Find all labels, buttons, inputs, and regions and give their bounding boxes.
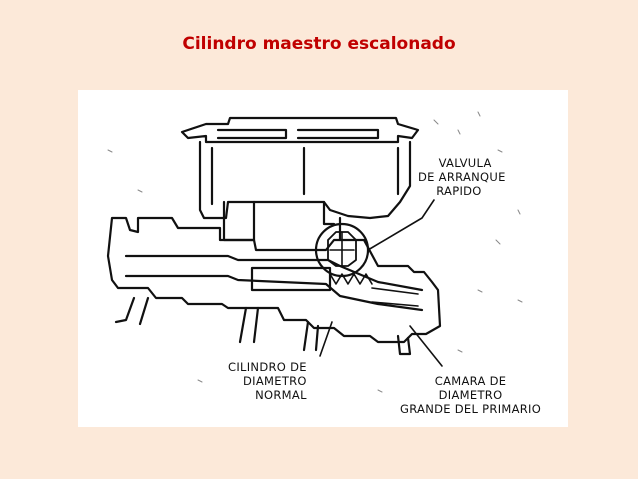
label-valvula-line-2: DE ARRANQUE	[418, 170, 506, 184]
reservoir-inner-wall	[210, 146, 400, 206]
label-camara-line-2: DIAMETRO	[438, 388, 503, 402]
reservoir-port-front	[322, 200, 342, 242]
master-cylinder-diagram: VALVULA DE ARRANQUE RAPIDO CILINDRO DE D…	[78, 90, 568, 427]
reservoir-lid	[180, 116, 420, 144]
label-camara-line-3: GRANDE DEL PRIMARIO	[400, 402, 542, 416]
outlet-pipe-1	[114, 296, 150, 326]
piston	[250, 266, 332, 292]
label-camara: CAMARA DE DIAMETRO GRANDE DEL PRIMARIO	[400, 374, 541, 416]
stipple-marks	[107, 111, 523, 393]
piston-spring	[329, 273, 373, 285]
label-cilindro: CILINDRO DE DIAMETRO NORMAL	[228, 360, 307, 402]
quick-takeup-valve-body	[327, 231, 357, 267]
leader-valvula	[367, 199, 435, 251]
outlet-pipe-2	[238, 306, 260, 344]
label-cilindro-line-3: NORMAL	[255, 388, 307, 402]
label-cilindro-line-2: DIAMETRO	[243, 374, 307, 388]
primary-chamber-line	[371, 287, 419, 307]
label-valvula: VALVULA DE ARRANQUE RAPIDO	[418, 156, 506, 198]
label-valvula-line-3: RAPIDO	[436, 184, 482, 198]
label-cilindro-line-1: CILINDRO DE	[228, 360, 307, 374]
label-valvula-line-1: VALVULA	[438, 156, 492, 170]
quick-takeup-valve-stem	[329, 231, 355, 267]
reservoir-body	[198, 140, 412, 220]
leader-camara	[409, 325, 443, 367]
reservoir-ribs	[216, 128, 380, 140]
label-camara-line-1: CAMARA DE	[434, 374, 507, 388]
master-cylinder-drawing	[106, 111, 523, 393]
cylinder-housing	[106, 216, 442, 344]
bore-line-lower	[124, 274, 424, 312]
reservoir-port-rear	[222, 200, 256, 242]
outlet-pipe-3	[302, 320, 320, 352]
bore-line-upper	[124, 254, 424, 292]
outlet-pipe-4	[396, 334, 412, 356]
slide-title: Cilindro maestro escalonado	[182, 34, 456, 54]
leader-cilindro	[319, 321, 333, 357]
